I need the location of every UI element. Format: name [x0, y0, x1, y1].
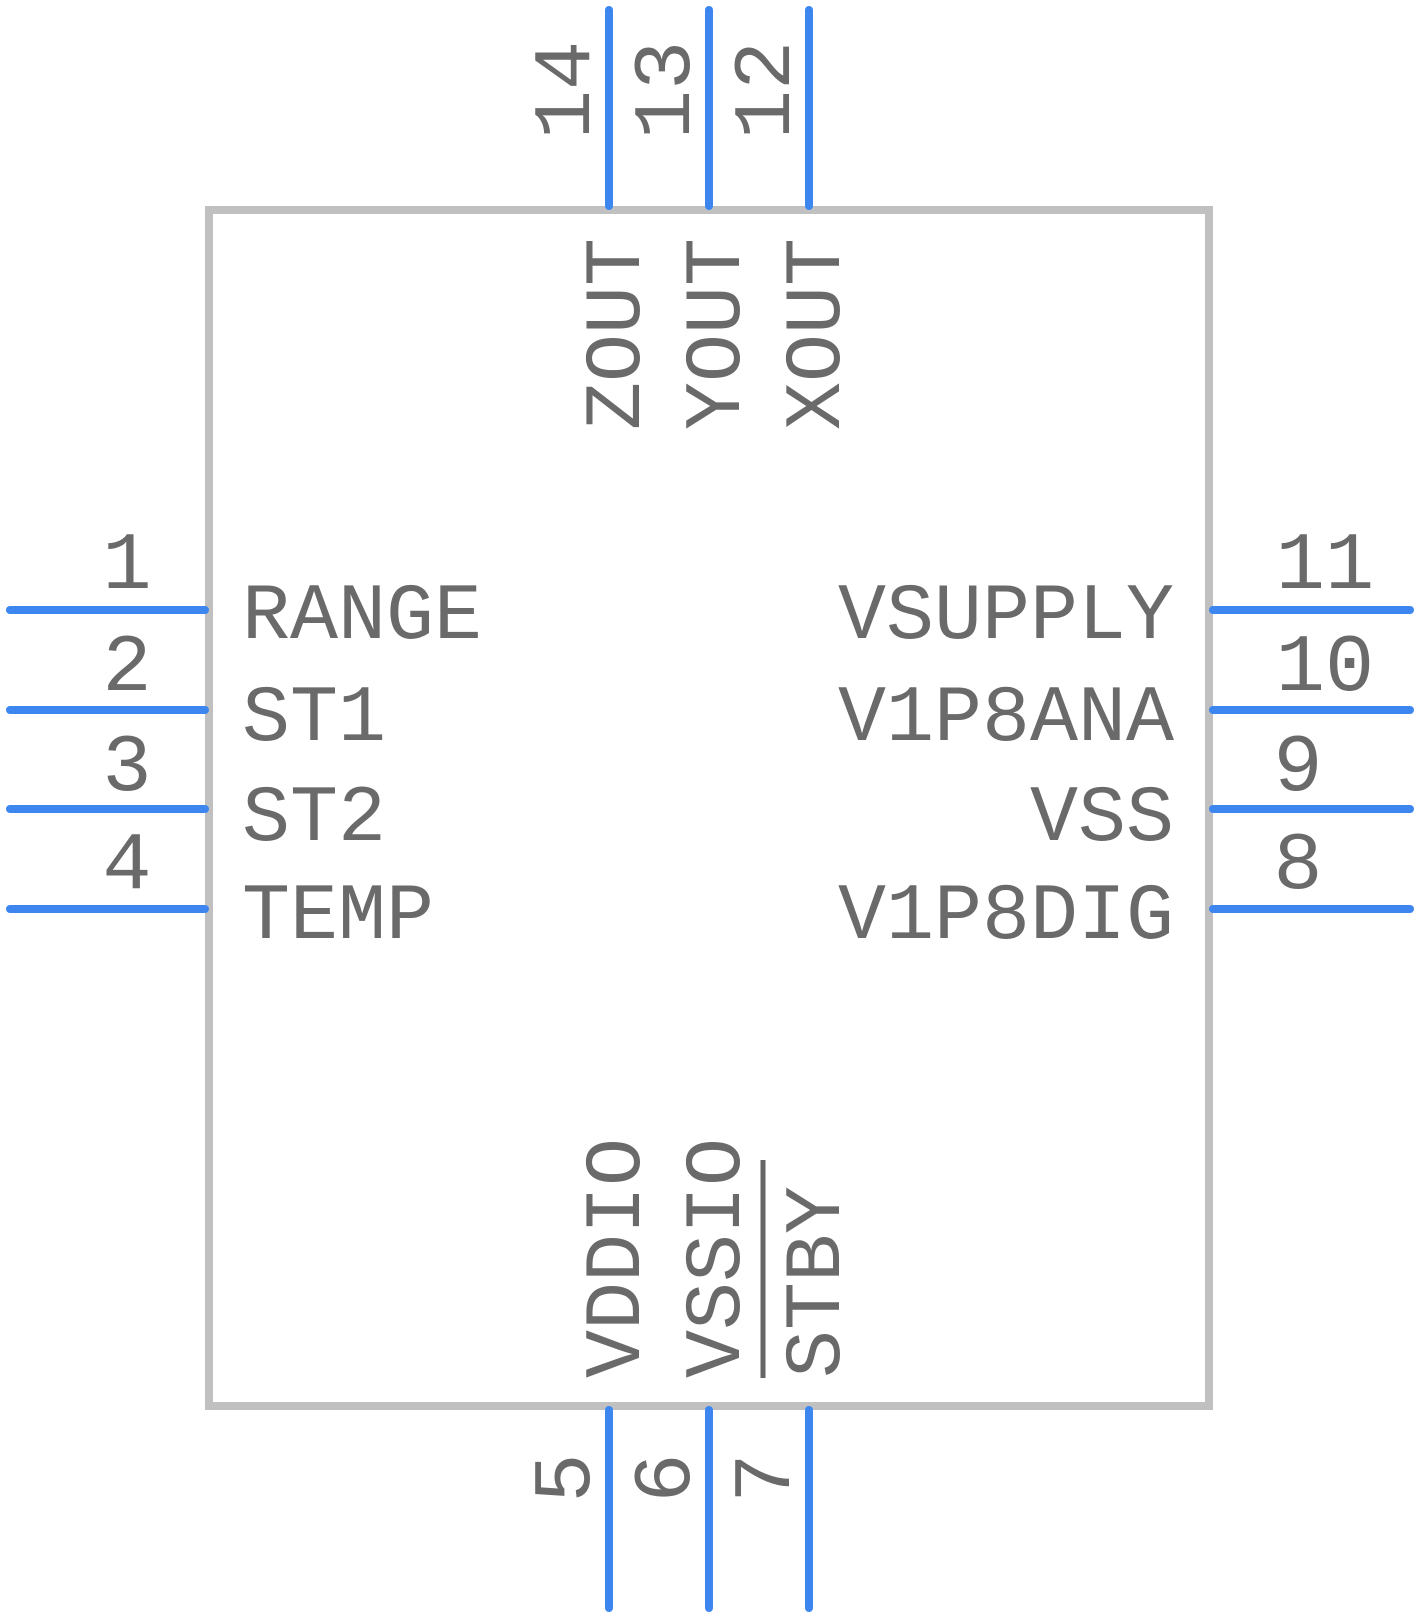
pin-5-number: 5	[521, 1453, 614, 1502]
pin-4-number: 4	[102, 820, 151, 913]
pin-6: 6 VSSIO	[621, 1138, 764, 1612]
pin-9-name: VSS	[1030, 774, 1174, 865]
pin-8-name: V1P8DIG	[838, 872, 1174, 963]
pin-14: 14 ZOUT	[521, 6, 664, 430]
pin-2-name: ST1	[242, 674, 386, 765]
pin-1-number: 1	[102, 520, 151, 613]
pin-2-number: 2	[102, 622, 151, 715]
pin-10-number: 10	[1276, 622, 1374, 715]
pin-8-number: 8	[1273, 820, 1322, 913]
pin-13: 13 YOUT	[621, 6, 764, 430]
pin-3-name: ST2	[242, 774, 386, 865]
pin-11-number: 11	[1276, 520, 1374, 613]
pin-5: 5 VDDIO	[521, 1138, 664, 1612]
pin-12-number: 12	[721, 41, 814, 139]
pin-10: 10 V1P8ANA	[838, 622, 1414, 765]
pin-14-name: ZOUT	[573, 238, 664, 430]
pin-13-name: YOUT	[673, 238, 764, 430]
pin-6-name: VSSIO	[673, 1138, 764, 1378]
pin-5-name: VDDIO	[573, 1138, 664, 1378]
pin-1: 1 RANGE	[6, 520, 482, 663]
pin-9: 9 VSS	[1030, 722, 1414, 865]
pin-3: 3 ST2	[6, 722, 386, 865]
pin-9-number: 9	[1273, 722, 1322, 815]
pin-1-name: RANGE	[242, 572, 482, 663]
pin-12: 12 XOUT	[721, 6, 864, 430]
pin-2: 2 ST1	[6, 622, 386, 765]
pin-12-name: XOUT	[773, 238, 864, 430]
pin-6-number: 6	[621, 1453, 714, 1502]
pin-14-number: 14	[521, 41, 614, 139]
pin-7-number: 7	[721, 1453, 814, 1502]
pin-4: 4 TEMP	[6, 820, 434, 963]
pin-4-name: TEMP	[242, 872, 434, 963]
pin-3-number: 3	[102, 722, 151, 815]
pin-7: 7 STBY	[721, 1160, 864, 1612]
pin-7-name: STBY	[773, 1186, 864, 1378]
pin-11-name: VSUPPLY	[838, 572, 1174, 663]
pin-13-number: 13	[621, 41, 714, 139]
pin-11: 11 VSUPPLY	[838, 520, 1414, 663]
pin-8: 8 V1P8DIG	[838, 820, 1414, 963]
pin-10-name: V1P8ANA	[838, 674, 1174, 765]
